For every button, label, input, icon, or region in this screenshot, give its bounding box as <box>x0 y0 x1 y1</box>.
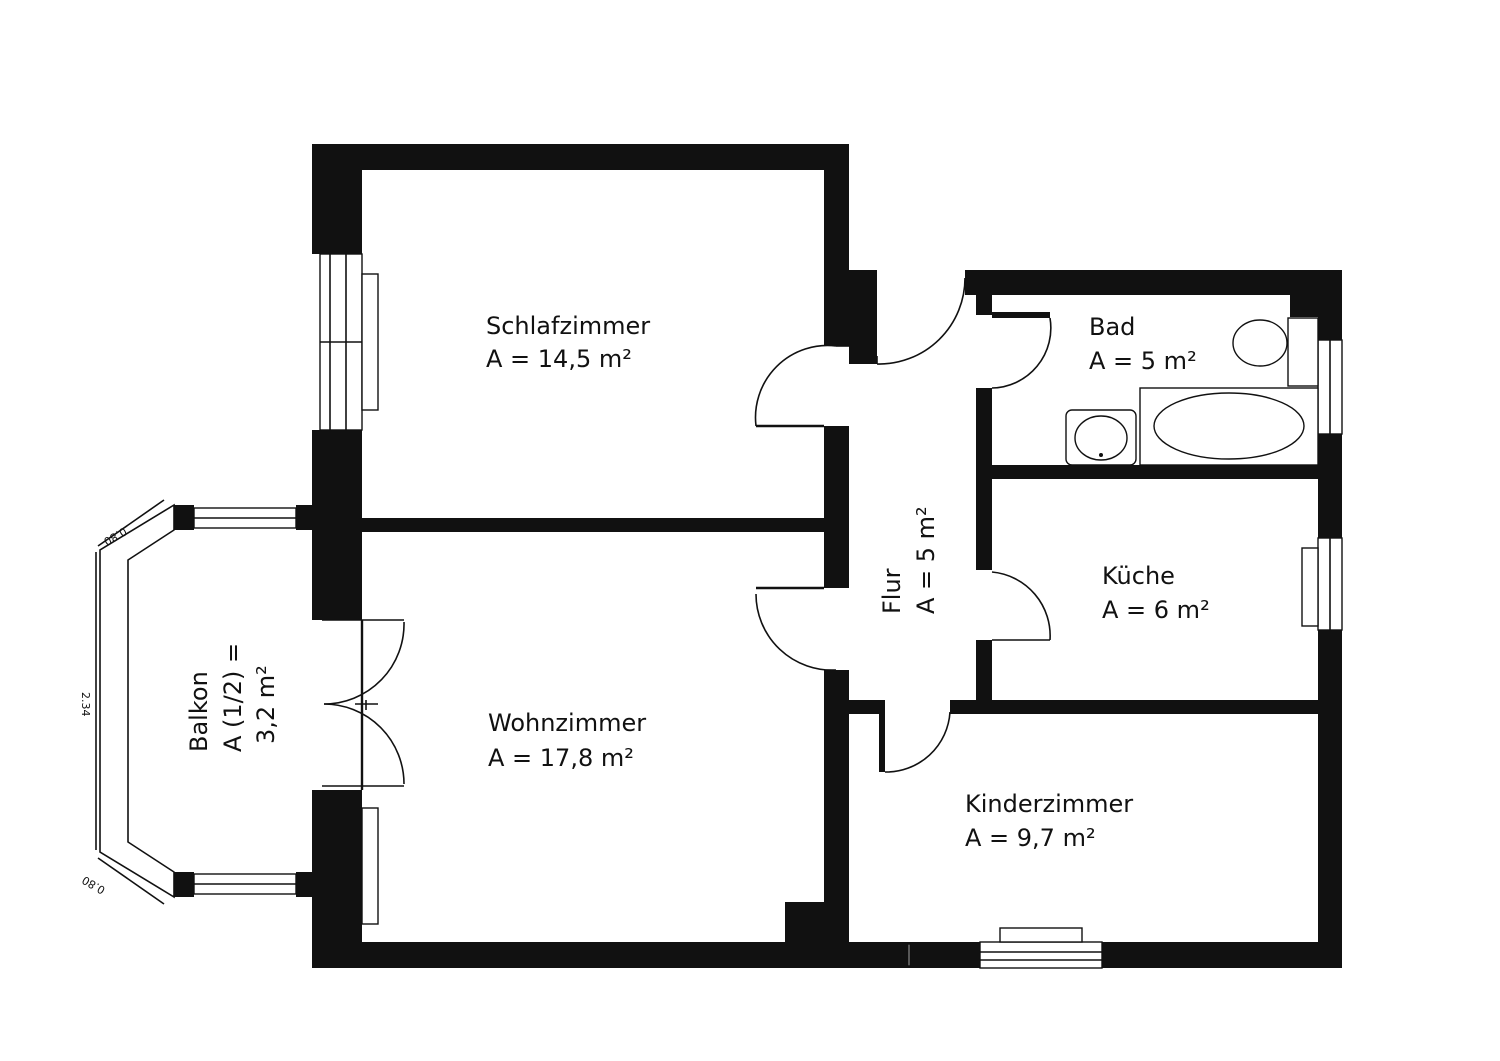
toilet-icon <box>1232 319 1288 367</box>
room-name-bad: Bad <box>1089 313 1135 341</box>
dimension-balcony-side: 2.34 <box>79 692 92 717</box>
room-area-kueche: A = 6 m² <box>1102 596 1210 624</box>
room-name-kinderzimmer: Kinderzimmer <box>965 790 1133 818</box>
room-area-wohnzimmer: A = 17,8 m² <box>488 744 634 772</box>
balcony-outline <box>95 499 175 905</box>
room-area-kinderzimmer: A = 9,7 m² <box>965 824 1096 852</box>
dimension-balcony-bottom: 0.80 <box>80 873 108 897</box>
room-area-bad: A = 5 m² <box>1089 347 1197 375</box>
room-name-balkon: Balkon <box>185 671 213 752</box>
interior-walls <box>362 294 1318 942</box>
room-area-flur: A = 5 m² <box>912 506 940 614</box>
dimension-balcony-top: 0.80 <box>101 524 129 548</box>
doors <box>322 277 1052 790</box>
room-name-wohnzimmer: Wohnzimmer <box>488 709 646 737</box>
sink-icon <box>1074 415 1128 461</box>
room-name-schlafzimmer: Schlafzimmer <box>486 312 650 340</box>
room-area-balkon-line1: A (1/2) = <box>219 643 247 752</box>
room-name-flur: Flur <box>878 568 906 614</box>
room-area-schlafzimmer: A = 14,5 m² <box>486 345 632 373</box>
windows <box>193 253 1343 969</box>
bathroom-fixtures <box>1065 317 1319 466</box>
bathtub-icon <box>1153 392 1305 460</box>
room-area-balkon-line2: 3,2 m² <box>252 665 280 744</box>
room-name-kueche: Küche <box>1102 562 1175 590</box>
exterior-walls <box>174 144 1342 968</box>
